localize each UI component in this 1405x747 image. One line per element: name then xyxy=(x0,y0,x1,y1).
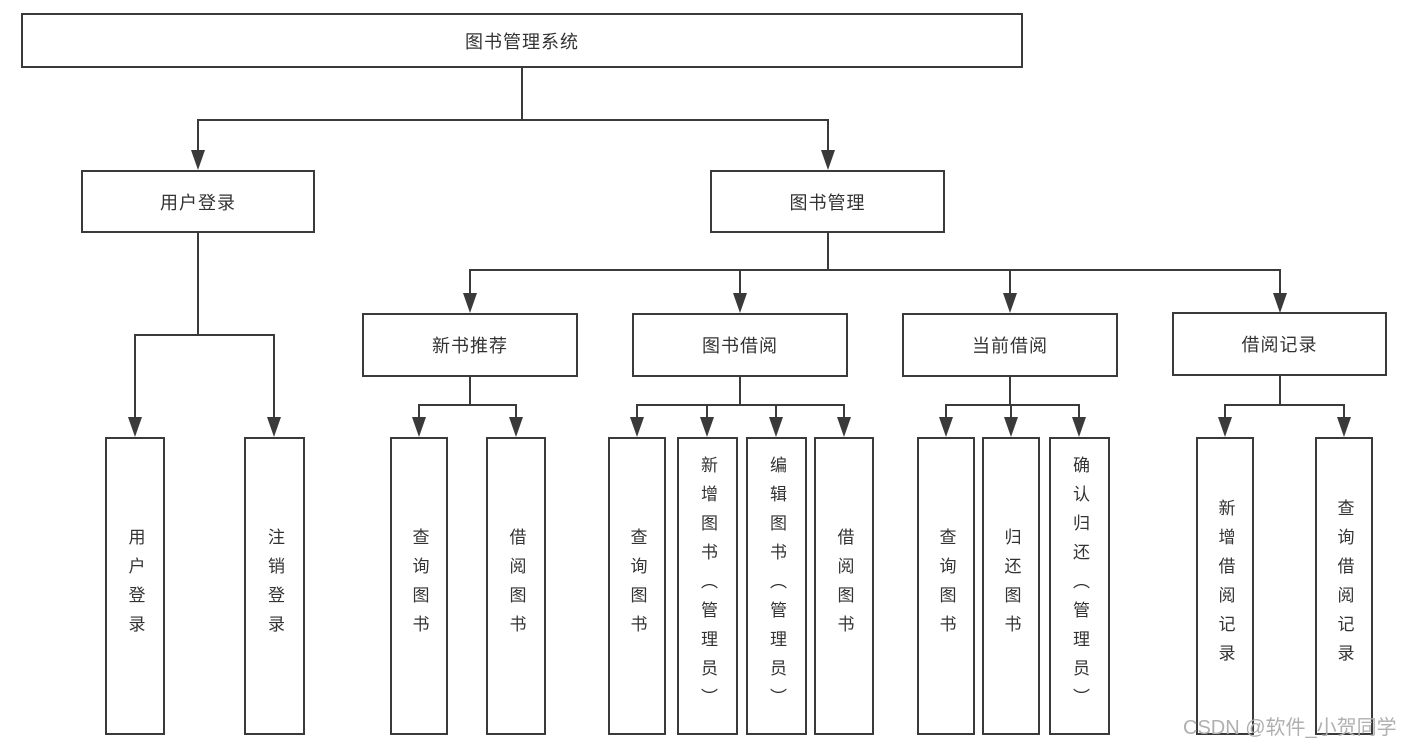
arrow-down-icon xyxy=(463,269,477,313)
leaf-edit-books-admin: 编辑图书（管理员） xyxy=(746,437,807,735)
leaf-label: 借阅图书 xyxy=(834,528,854,644)
node-label: 当前借阅 xyxy=(972,336,1048,356)
arrow-down-icon xyxy=(191,119,205,170)
connector-line xyxy=(469,269,1281,271)
arrow-down-icon xyxy=(821,119,835,170)
leaf-borrow-books-recommend: 借阅图书 xyxy=(486,437,546,735)
node-current-borrow: 当前借阅 xyxy=(902,313,1118,377)
leaf-add-borrow-record: 新增借阅记录 xyxy=(1196,437,1254,735)
leaf-add-books-admin: 新增图书（管理员） xyxy=(677,437,738,735)
arrow-down-icon xyxy=(1273,269,1287,313)
node-label: 新书推荐 xyxy=(432,336,508,356)
connector-line xyxy=(1279,376,1281,405)
node-user-login: 用户登录 xyxy=(81,170,315,233)
node-label: 图书管理系统 xyxy=(465,31,579,52)
leaf-query-books-borrow: 查询图书 xyxy=(608,437,666,735)
node-label: 图书管理 xyxy=(789,192,866,213)
connector-line xyxy=(197,119,829,121)
node-label: 用户登录 xyxy=(160,192,236,213)
node-book-management: 图书管理 xyxy=(710,170,945,233)
leaf-query-books-recommend: 查询图书 xyxy=(390,437,448,735)
connector-line xyxy=(827,233,829,270)
leaf-label: 借阅图书 xyxy=(506,528,526,644)
leaf-confirm-return-admin: 确认归还（管理员） xyxy=(1049,437,1110,735)
leaf-label: 查询图书 xyxy=(409,528,429,644)
arrow-down-icon xyxy=(1004,404,1018,437)
csdn-watermark: CSDN @软件_小贺同学 xyxy=(1183,717,1397,739)
connector-line xyxy=(134,334,275,336)
node-library-management-system: 图书管理系统 xyxy=(21,13,1023,68)
arrow-down-icon xyxy=(1218,404,1232,437)
leaf-label: 新增借阅记录 xyxy=(1215,499,1235,673)
arrow-down-icon xyxy=(837,404,851,437)
node-label: 借阅记录 xyxy=(1241,335,1318,355)
arrow-down-icon xyxy=(769,404,783,437)
connector-line xyxy=(1224,404,1345,406)
connector-line xyxy=(418,404,517,406)
connector-line xyxy=(945,404,1080,406)
arrow-down-icon xyxy=(1337,404,1351,437)
leaf-label: 注销登录 xyxy=(265,528,284,644)
node-label: 图书借阅 xyxy=(702,336,778,356)
arrow-down-icon xyxy=(700,404,714,437)
arrow-down-icon xyxy=(267,334,281,437)
arrow-down-icon xyxy=(509,404,523,437)
node-borrow-records: 借阅记录 xyxy=(1172,312,1387,376)
leaf-return-books: 归还图书 xyxy=(982,437,1040,735)
node-book-borrow: 图书借阅 xyxy=(632,313,848,377)
node-new-book-recommend: 新书推荐 xyxy=(362,313,578,377)
arrow-down-icon xyxy=(128,334,142,437)
leaf-query-borrow-record: 查询借阅记录 xyxy=(1315,437,1373,735)
leaf-label: 确认归还（管理员） xyxy=(1070,455,1089,717)
leaf-label: 查询图书 xyxy=(936,528,956,644)
leaf-user-login: 用户登录 xyxy=(105,437,165,735)
connector-line xyxy=(1009,376,1011,405)
arrow-down-icon xyxy=(939,404,953,437)
leaf-borrow-books: 借阅图书 xyxy=(814,437,874,735)
connector-line xyxy=(197,233,199,335)
leaf-label: 新增图书（管理员） xyxy=(698,455,717,717)
connector-line xyxy=(521,68,523,120)
leaf-query-books-current: 查询图书 xyxy=(917,437,975,735)
arrow-down-icon xyxy=(1072,404,1086,437)
connector-line xyxy=(469,376,471,405)
leaf-logout: 注销登录 xyxy=(244,437,305,735)
leaf-label: 用户登录 xyxy=(125,528,145,644)
arrow-down-icon xyxy=(1003,269,1017,313)
arrow-down-icon xyxy=(733,269,747,313)
connector-line xyxy=(636,404,845,406)
arrow-down-icon xyxy=(412,404,426,437)
leaf-label: 归还图书 xyxy=(1001,528,1021,644)
arrow-down-icon xyxy=(630,404,644,437)
leaf-label: 查询借阅记录 xyxy=(1334,499,1354,673)
leaf-label: 查询图书 xyxy=(627,528,647,644)
leaf-label: 编辑图书（管理员） xyxy=(767,455,786,717)
connector-line xyxy=(739,376,741,405)
